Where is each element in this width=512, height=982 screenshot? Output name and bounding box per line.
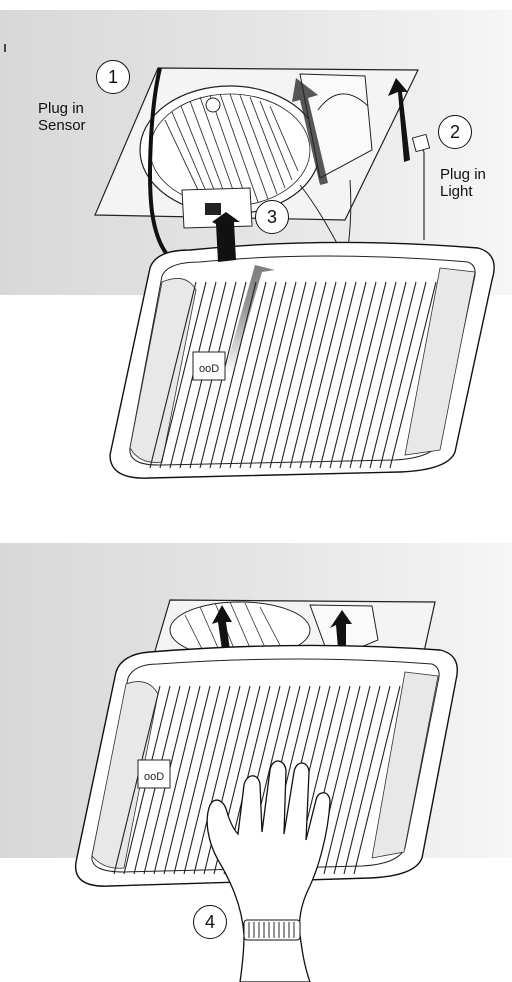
light-label: Plug in Light — [440, 166, 486, 200]
step-2-circle: 2 — [438, 115, 472, 149]
sensor-label: Plug in Sensor — [38, 100, 86, 134]
step-4-number: 4 — [205, 912, 215, 933]
light-label-line2: Light — [440, 183, 486, 200]
sensor-label-line2: Sensor — [38, 117, 86, 134]
step-1-number: 1 — [108, 67, 118, 88]
light-label-line1: Plug in — [440, 166, 486, 183]
step-1-circle: 1 — [96, 60, 130, 94]
step-2-number: 2 — [450, 122, 460, 143]
step-3-circle: 3 — [255, 200, 289, 234]
step-3-number: 3 — [267, 207, 277, 228]
svg-text:ooD: ooD — [144, 771, 164, 783]
sensor-label-line1: Plug in — [38, 100, 86, 117]
step-4-circle: 4 — [193, 905, 227, 939]
